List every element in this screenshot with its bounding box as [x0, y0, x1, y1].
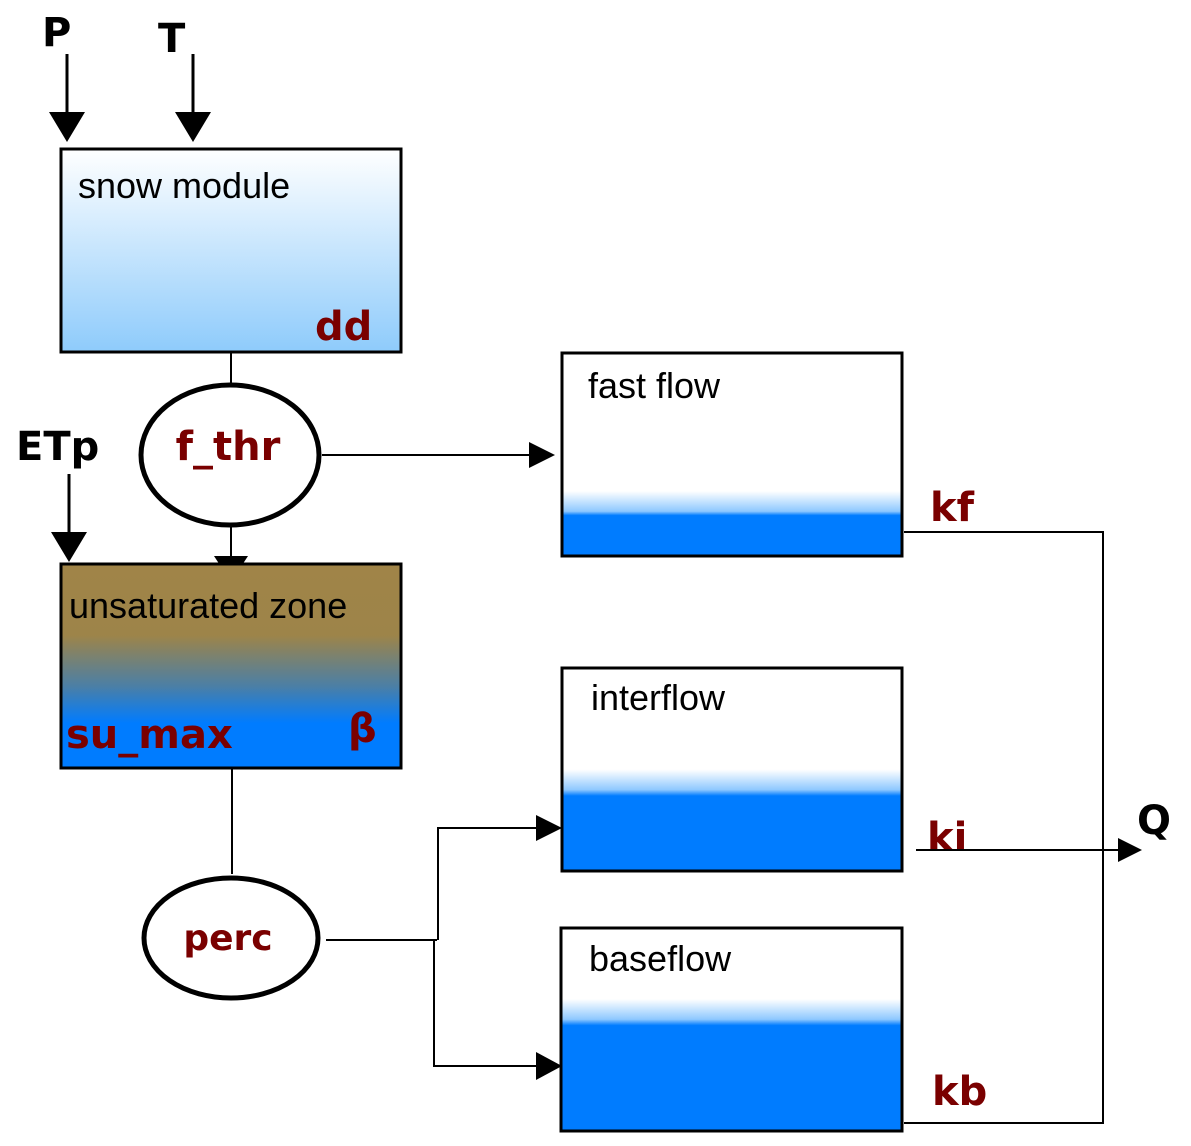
connector-base-to-outlet: [904, 870, 1104, 1124]
baseflow-title: baseflow: [589, 938, 732, 979]
param-kf: kf: [930, 485, 975, 531]
baseflow-box[interactable]: [559, 926, 904, 1133]
param-perc: perc: [183, 918, 272, 959]
connector-perc-to-base: [433, 940, 537, 1067]
arrow-head-icon: [49, 112, 85, 142]
percolation-ellipse[interactable]: [141, 875, 321, 1001]
input-label-t: T: [158, 16, 186, 62]
param-kb: kb: [932, 1069, 987, 1115]
input-label-p: P: [42, 10, 71, 56]
threshold-ellipse[interactable]: [138, 382, 322, 528]
connector-fast-to-outlet: [904, 531, 1104, 908]
interflow-store[interactable]: interflow: [560, 666, 904, 873]
fast-flow-box[interactable]: [560, 351, 904, 558]
snow-module-title: snow module: [78, 165, 290, 206]
param-f-thr: f_thr: [176, 424, 281, 470]
unsaturated-zone-title: unsaturated zone: [69, 585, 347, 626]
percolation-node[interactable]: perc: [141, 875, 321, 1001]
connector-perc-to-inter: [437, 827, 537, 940]
param-beta: β: [348, 706, 377, 752]
output-label-q: Q: [1137, 798, 1171, 844]
threshold-node[interactable]: f_thr: [138, 382, 322, 528]
arrow-head-icon: [175, 112, 211, 142]
input-evapotranspiration: ETp: [16, 424, 99, 562]
interflow-box[interactable]: [560, 666, 904, 873]
input-precipitation: P: [42, 10, 85, 142]
arrow-head-icon: [536, 1052, 562, 1080]
interflow-title: interflow: [591, 677, 726, 718]
param-dd: dd: [315, 304, 372, 350]
param-su-max: su_max: [66, 712, 233, 758]
arrow-head-icon: [1118, 838, 1142, 862]
unsaturated-zone-box[interactable]: [59, 562, 403, 770]
snow-module-box[interactable]: [59, 147, 403, 354]
unsaturated-zone-store[interactable]: unsaturated zone su_max β: [59, 562, 403, 770]
arrow-head-icon: [536, 815, 562, 841]
param-ki: ki: [927, 815, 967, 861]
fast-flow-store[interactable]: fast flow: [560, 351, 904, 558]
snow-module-store[interactable]: snow module dd: [59, 147, 403, 354]
fast-flow-title: fast flow: [588, 365, 721, 406]
baseflow-store[interactable]: baseflow: [559, 926, 904, 1133]
arrow-head-icon: [51, 532, 87, 562]
arrow-head-icon: [529, 442, 555, 468]
input-label-etp: ETp: [16, 424, 99, 470]
input-temperature: T: [158, 16, 211, 142]
